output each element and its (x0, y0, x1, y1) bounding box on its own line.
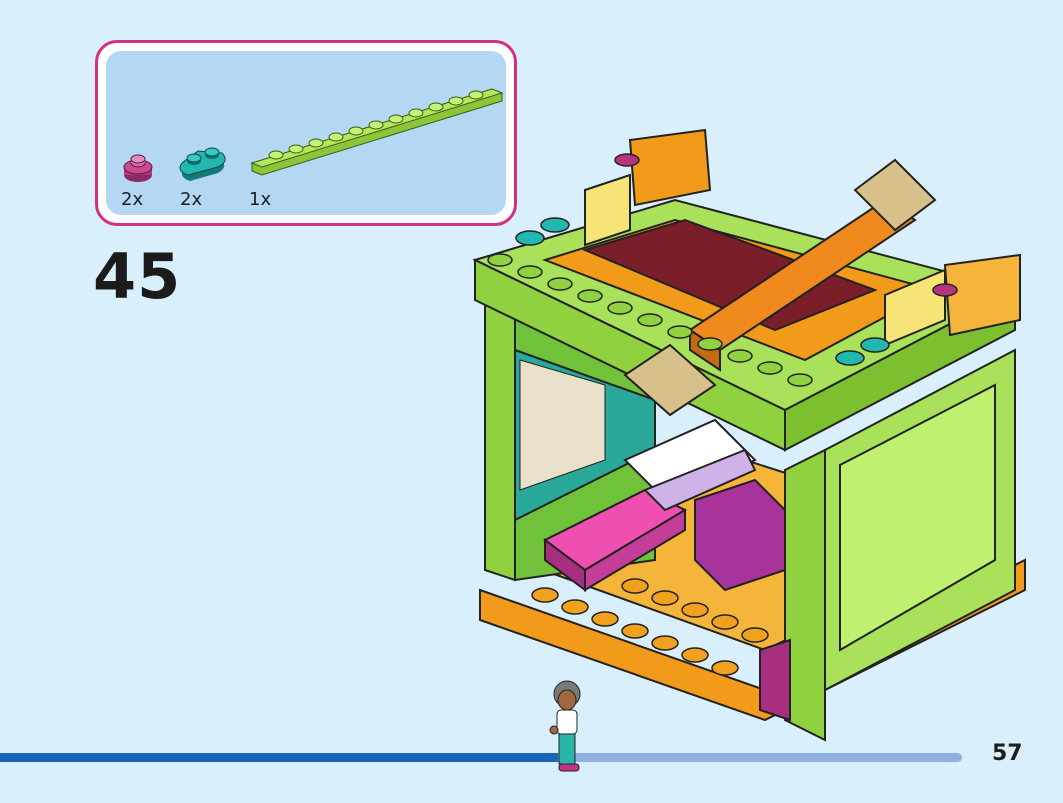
model-illustration (472, 128, 1026, 742)
step-number: 45 (93, 240, 182, 313)
progress-bar (0, 753, 962, 762)
round-plate-magenta-icon (123, 154, 153, 182)
parts-panel: 2x 2x 1x (106, 51, 506, 215)
parts-callout: 2x 2x 1x (95, 40, 517, 226)
page-number: 57 (992, 741, 1023, 766)
minifigure-icon (549, 680, 581, 772)
parts-illustration (123, 88, 504, 182)
part-qty-teal: 2x (180, 189, 203, 210)
part-qty-lime: 1x (249, 189, 272, 210)
long-plate-lime-icon (250, 88, 504, 176)
part-qty-magenta: 2x (121, 189, 144, 210)
rounded-plate-teal-icon (179, 147, 226, 181)
progress-fill (0, 753, 558, 762)
